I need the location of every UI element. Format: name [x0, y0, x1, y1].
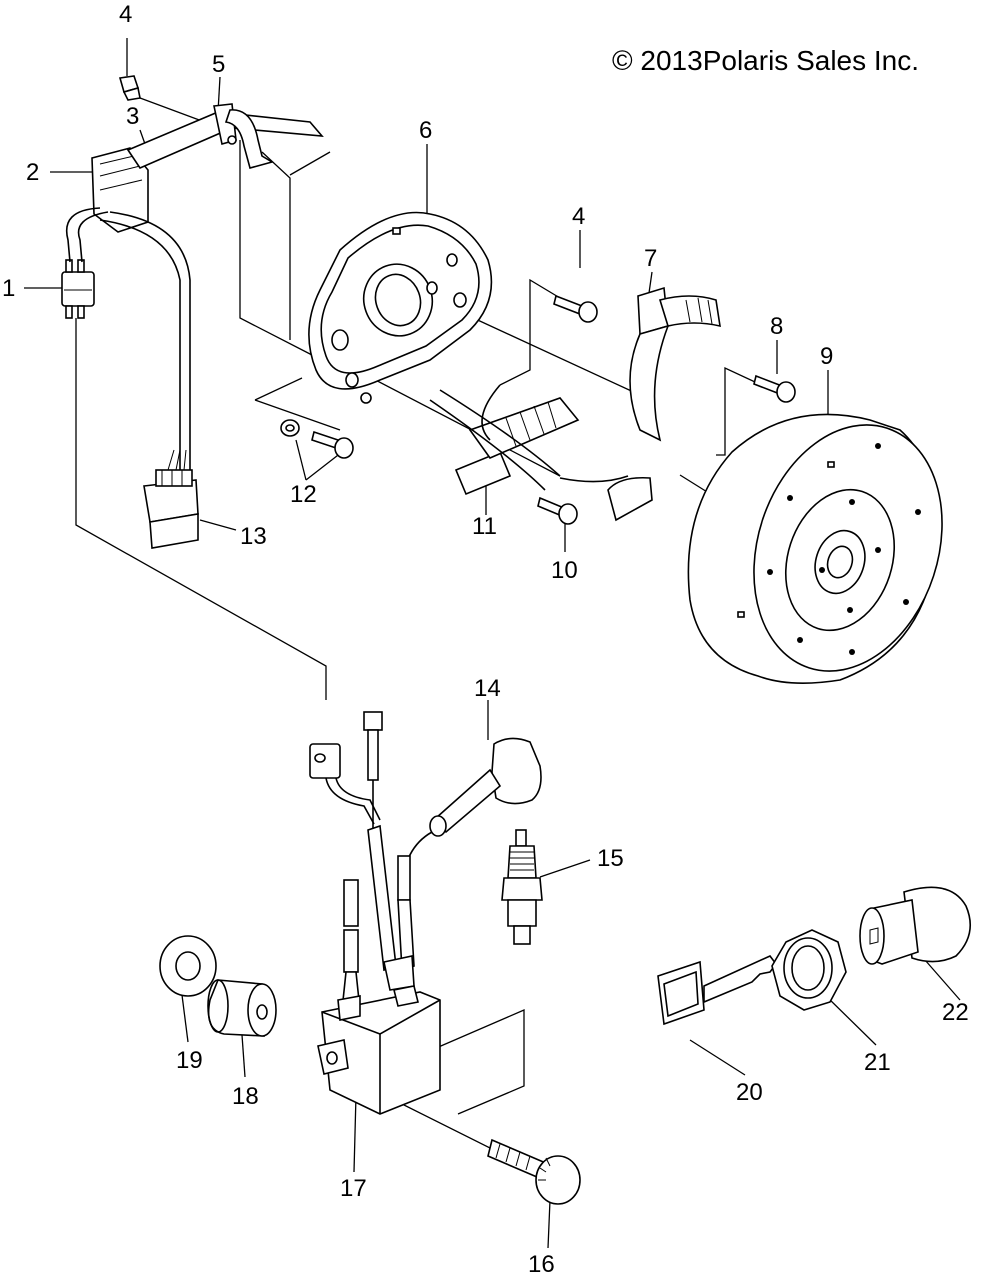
- callouts: 1 2 3 4 5 6 4 7 8 9 10 11 12 13 14 15 16…: [2, 1, 969, 1277]
- part-spacer-18: [207, 979, 277, 1037]
- callout-2: 2: [26, 159, 39, 186]
- part-wire-harness-3: [65, 103, 324, 471]
- callout-18: 18: [232, 1083, 259, 1110]
- part-stator-plate-6: [308, 211, 493, 404]
- part-cdi-box-17: [309, 711, 441, 1115]
- callout-12: 12: [290, 481, 317, 508]
- part-key-20: [657, 955, 777, 1026]
- callout-17: 17: [340, 1175, 367, 1202]
- part-screw-8: [753, 374, 796, 403]
- callout-20: 20: [736, 1079, 763, 1106]
- part-flywheel-9: [687, 413, 943, 684]
- callout-4b: 4: [572, 203, 585, 230]
- leader-lines: [24, 38, 961, 1249]
- part-coil-bracket-11: [429, 384, 580, 496]
- callout-3: 3: [126, 103, 139, 130]
- callout-14: 14: [474, 675, 501, 702]
- callout-11: 11: [472, 513, 497, 540]
- part-connector-13: [143, 469, 199, 549]
- part-pickup-coil-7: [559, 286, 721, 522]
- part-screw-washer-12: [280, 419, 354, 459]
- part-screw-16: [487, 1138, 581, 1205]
- part-nut-21: [771, 929, 847, 1011]
- callout-6: 6: [419, 117, 432, 144]
- callout-22: 22: [942, 999, 969, 1026]
- callout-21: 21: [864, 1049, 891, 1076]
- part-ignition-switch-22: [859, 886, 972, 965]
- part-screw-4b: [553, 294, 598, 323]
- part-spark-plug-cap-14: [401, 737, 542, 901]
- callout-9: 9: [820, 343, 833, 370]
- part-screw-4a: [118, 75, 141, 101]
- part-screw-10: [537, 496, 578, 525]
- callout-16: 16: [528, 1251, 555, 1277]
- part-spark-plug-15: [501, 829, 543, 945]
- callout-8: 8: [770, 313, 783, 340]
- part-washer-19: [159, 935, 217, 997]
- callout-19: 19: [176, 1047, 203, 1074]
- callout-15: 15: [597, 845, 624, 872]
- callout-10: 10: [551, 557, 578, 584]
- callout-4a: 4: [119, 1, 132, 28]
- copyright-text: © 2013Polaris Sales Inc.: [612, 45, 919, 76]
- callout-13: 13: [240, 523, 267, 550]
- callout-7: 7: [644, 245, 657, 272]
- callout-1: 1: [2, 275, 15, 302]
- callout-5: 5: [212, 51, 225, 78]
- part-connector-1: [61, 259, 95, 319]
